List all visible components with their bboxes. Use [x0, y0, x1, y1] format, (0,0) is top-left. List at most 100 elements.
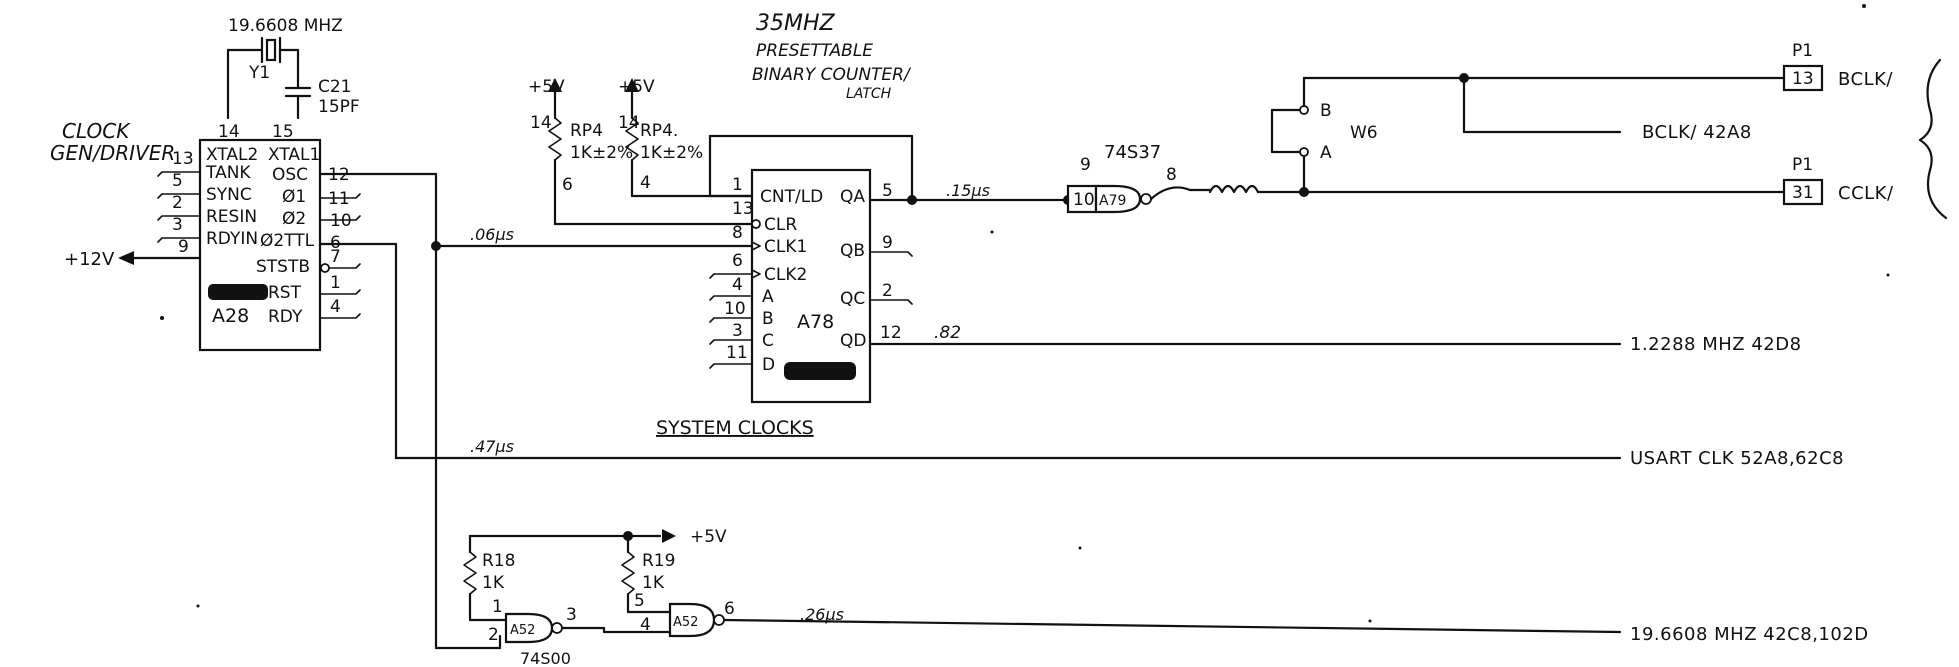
resistor-r19: +5V R19 1K: [621, 527, 727, 614]
r19-ref: R19: [642, 551, 675, 571]
note-line-1: CLOCK: [62, 119, 131, 143]
crystal-y1: 19.6608 MHZ Y1: [226, 16, 343, 83]
a78-pin-11: 11: [726, 343, 748, 363]
a78-pin-3: 3: [732, 321, 743, 341]
supply-5v-bottom: +5V: [690, 527, 727, 547]
a78-pin-2: 2: [882, 281, 893, 301]
timing-t5: .26μs: [800, 605, 844, 624]
bclk-out-label: BCLK/ 42A8: [1642, 122, 1752, 143]
a52b-pin-4: 4: [640, 615, 651, 635]
p1-top-pin: 13: [1792, 69, 1814, 89]
a52b-pin-5: 5: [634, 591, 645, 611]
gate-a52-2: 5 4 A52 6: [634, 591, 1622, 638]
w6-pos-b: B: [1320, 101, 1332, 121]
a28-label-sync: SYNC: [206, 185, 252, 205]
a78-right-pins: 5 9 2 12: [868, 181, 1622, 346]
a28-pin-1: 1: [330, 273, 341, 293]
a78-pin-1: 1: [732, 175, 743, 195]
p1-bot-ref: P1: [1792, 155, 1813, 175]
a52b-pin-6: 6: [724, 599, 735, 619]
a78-label-b: B: [762, 309, 774, 329]
a78-label-qd: QD: [840, 331, 866, 351]
a79-type: 74S37: [1104, 142, 1161, 163]
scan-specks: [160, 4, 1890, 623]
a28-pin-9: 9: [178, 237, 189, 257]
a28-pin-5: 5: [172, 171, 183, 191]
a78-label-a: A: [762, 287, 774, 307]
a28-ref-label: A28: [212, 305, 249, 327]
a79-pin-8: 8: [1166, 165, 1177, 185]
cap-ref-label: C21: [318, 77, 352, 97]
rp4a-ref: RP4: [570, 121, 603, 141]
rp4a-pin-bot: 6: [562, 175, 573, 195]
a78-pin-8: 8: [732, 223, 743, 243]
a28-label-phi1: Ø1: [282, 187, 306, 207]
p1-top-signal: BCLK/: [1838, 69, 1893, 90]
a78-label-d: D: [762, 355, 775, 375]
a52a-pin-3: 3: [566, 605, 577, 625]
a28-pin-4: 4: [330, 297, 341, 317]
crystal-frequency-label: 19.6608 MHZ: [228, 16, 343, 36]
a28-pin-top-1: 14: [218, 122, 240, 142]
a52b-ref: A52: [673, 615, 698, 630]
gate-a79: 9 10 A79 74S37 8: [1063, 142, 1192, 214]
rp4b-supply: +5V: [618, 77, 655, 97]
rp4a-pin-top: 14: [530, 113, 552, 133]
a28-pin-3: 3: [172, 215, 183, 235]
a28-label-ststb: STSTB: [256, 257, 310, 277]
rp4b-pin-bot: 4: [640, 173, 651, 193]
note-counter: 35MHZ PRESETTABLE BINARY COUNTER/ LATCH: [752, 11, 912, 102]
note-counter-3: BINARY COUNTER/: [752, 65, 912, 85]
a78-label-c: C: [762, 331, 774, 351]
a28-pin-7: 7: [330, 247, 341, 267]
a28-pin-11: 11: [328, 189, 350, 209]
a28-label-rst: RST: [268, 283, 302, 303]
a52b-type: 74S00: [520, 649, 571, 667]
rp4a-supply: +5V: [528, 77, 565, 97]
rp4b-pin-top: 14: [618, 113, 640, 133]
p1-bot-pin: 31: [1792, 183, 1814, 203]
w6-pos-a: A: [1320, 143, 1332, 163]
connector-p1-bclk: P1 13 BCLK/: [1782, 41, 1893, 92]
note-line-2: GEN/DRIVER: [50, 141, 175, 165]
a79-pin-9: 9: [1080, 155, 1091, 175]
p1-bot-signal: CCLK/: [1838, 183, 1894, 204]
rp4b-value: 1K±2%: [640, 143, 703, 163]
a28-left-pins: 13 5 2 3 9 +12V: [64, 149, 202, 270]
a52a-pin-2: 2: [488, 625, 499, 645]
gate-a52-1: 1 2 A52 3 74S00: [488, 597, 672, 667]
a52a-ref: A52: [510, 623, 535, 638]
a78-pin-13: 13: [732, 199, 754, 219]
a28-pin-2: 2: [172, 193, 183, 213]
a78-label-clr: CLR: [764, 215, 797, 235]
system-clocks-title: SYSTEM CLOCKS: [656, 417, 814, 439]
a28-label-rdy: RDY: [268, 307, 303, 327]
jumper-w6: A B W6: [1270, 76, 1378, 197]
r18-ref: R18: [482, 551, 515, 571]
a52a-pin-1: 1: [492, 597, 503, 617]
a28-label-phi2: Ø2: [282, 209, 306, 229]
a28-pin-13: 13: [172, 149, 194, 169]
a28-label-rdyin: RDYIN: [206, 229, 258, 249]
a78-label-qc: QC: [840, 289, 865, 309]
timing-t2: .15μs: [946, 181, 990, 200]
output-1228-label: 1.2288 MHZ 42D8: [1630, 334, 1802, 355]
resistor-rp4-a: +5V 14 RP4 1K±2% 6: [528, 77, 762, 226]
resistor-rp4-b: +5V 14 RP4. 1K±2% 4: [618, 77, 762, 198]
rp4a-value: 1K±2%: [570, 143, 633, 163]
a78-label-qb: QB: [840, 241, 865, 261]
a28-label-tank: TANK: [205, 163, 251, 183]
a28-label-phi2ttl: Ø2TTL: [260, 231, 315, 251]
capacitor-c21: C21 15PF: [284, 77, 360, 117]
a28-label-resin: RESIN: [206, 207, 257, 227]
cap-value-label: 15PF: [318, 97, 360, 117]
resistor-r18: R18 1K: [463, 534, 630, 622]
w6-ref: W6: [1350, 123, 1378, 143]
a28-label-xtal1: XTAL1: [268, 145, 320, 165]
chip-a28: 14 15 XTAL2 TANK SYNC RESIN RDYIN XTAL1 …: [198, 122, 322, 352]
r19-value: 1K: [642, 573, 665, 593]
a78-ref-label: A78: [797, 311, 834, 333]
r18-value: 1K: [482, 573, 505, 593]
p1-top-ref: P1: [1792, 41, 1813, 61]
rp4b-ref: RP4.: [640, 121, 678, 141]
